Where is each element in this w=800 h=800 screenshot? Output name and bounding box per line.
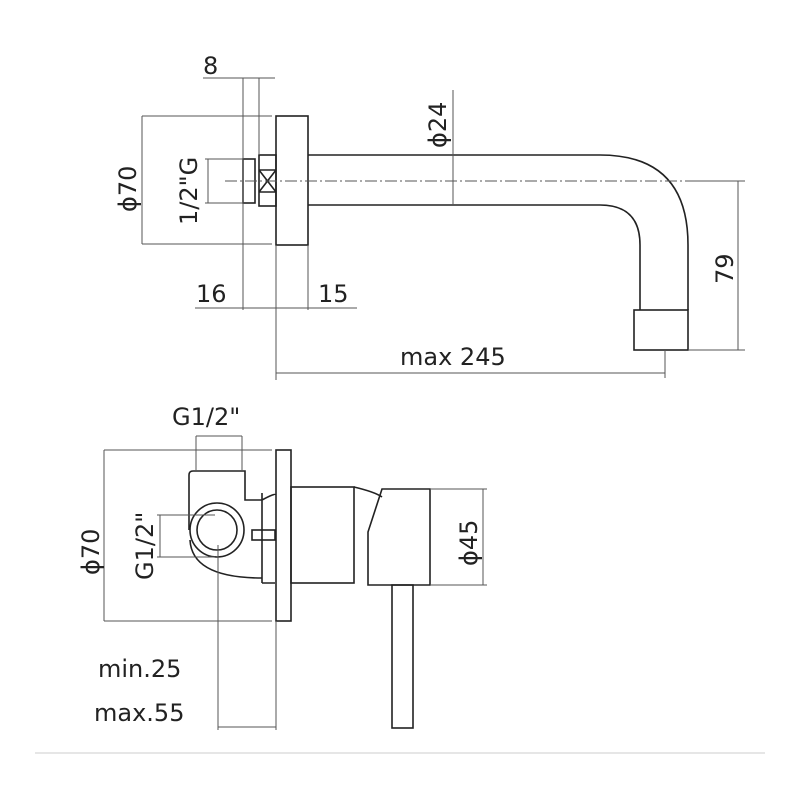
- body-lower: [189, 539, 263, 579]
- dim-depth-lines: [217, 545, 277, 730]
- spout-nozzle: [633, 309, 689, 351]
- mixer-wall-plate: [275, 449, 292, 622]
- dim-79-lines: [688, 180, 745, 351]
- dim-16-label: 16: [196, 280, 227, 308]
- lever: [391, 584, 414, 729]
- dim-phi70-lines: [141, 115, 272, 245]
- dim-max-label: max.55: [94, 699, 184, 727]
- spout-side-view: 8 ϕ70 1/2"G ϕ24 79 16 15 max 245: [114, 52, 745, 380]
- dim-thread-label: 1/2"G: [175, 157, 203, 225]
- valve-body: [188, 470, 262, 530]
- cartridge-body: [290, 486, 355, 584]
- inlet-ring-inner: [196, 509, 238, 551]
- dim-phi45-label: ϕ45: [455, 520, 483, 566]
- inlet-ring-outer: [189, 502, 245, 558]
- dim-max245-label: max 245: [400, 343, 506, 371]
- dim-8-label: 8: [203, 52, 218, 80]
- dim-g12-top-lines: [195, 435, 243, 471]
- cartridge-taper: [353, 486, 383, 498]
- connector-stub: [251, 529, 276, 541]
- mixer-side-view: G1/2" G1/2" ϕ70 ϕ45 min.25 max.55: [77, 403, 487, 730]
- handle: [367, 488, 431, 586]
- dim-max245-lines: [275, 245, 666, 380]
- dim-min-label: min.25: [98, 655, 181, 683]
- spout-outer: [308, 154, 689, 310]
- dim-15-label: 15: [318, 280, 349, 308]
- dim-g12-side-label: G1/2": [131, 512, 159, 580]
- dim-phi45-lines: [430, 488, 487, 586]
- dim-phi70-label: ϕ70: [114, 166, 142, 212]
- dim-g12-side-lines: [157, 514, 215, 558]
- body-flange: [261, 493, 276, 584]
- dim-8-lines: [203, 77, 275, 310]
- dim-phi70-lines-bottom: [103, 449, 272, 622]
- spout-inner: [308, 204, 641, 310]
- dim-phi70-label-bottom: ϕ70: [77, 529, 105, 575]
- dim-g12-top-label: G1/2": [172, 403, 240, 431]
- dim-79-label: 79: [711, 253, 739, 284]
- dim-phi24-label: ϕ24: [424, 102, 452, 148]
- dim-thread-lines: [205, 158, 243, 204]
